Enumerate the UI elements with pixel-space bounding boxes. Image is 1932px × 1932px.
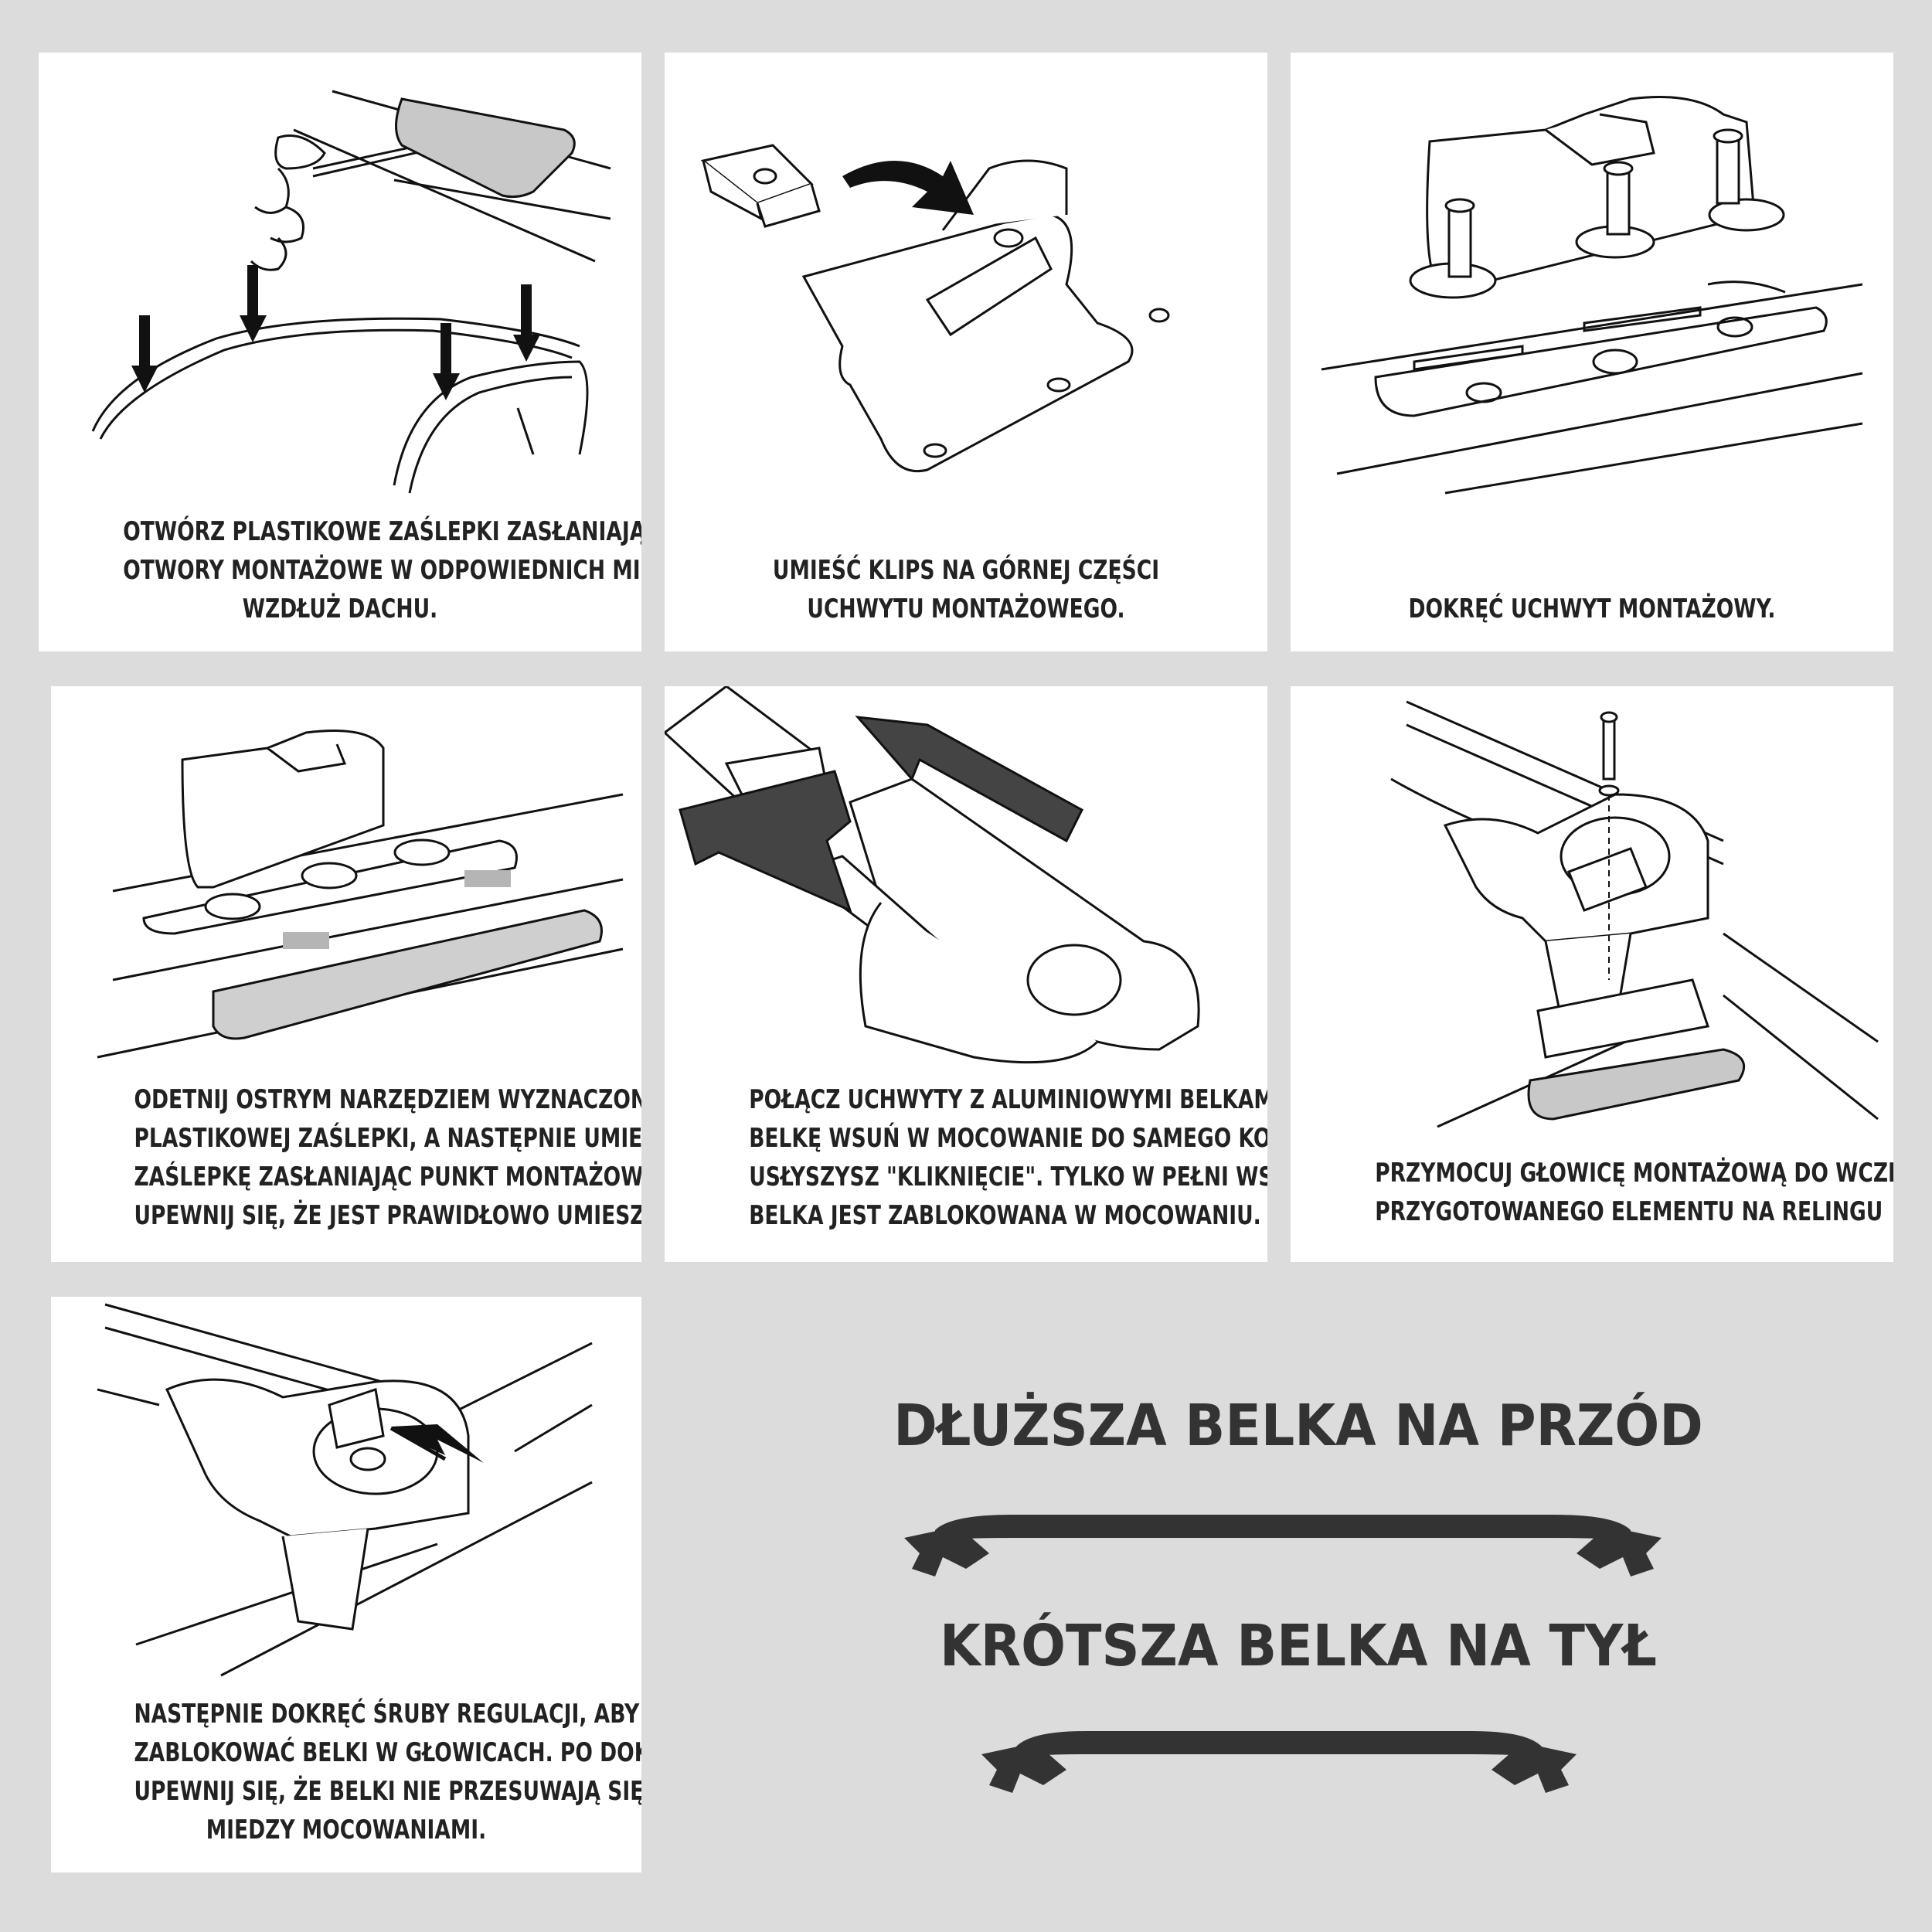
step-4-caption: ODETNIJ OSTRYM NARZĘDZIEM WYZNACZONE CZĘ… <box>134 1084 641 1231</box>
step-4-panel: ODETNIJ OSTRYM NARZĘDZIEM WYZNACZONE CZĘ… <box>51 686 641 1262</box>
step-1-panel: OTWÓRZ PLASTIKOWE ZAŚLEPKI ZASŁANIAJĄCE … <box>39 53 641 651</box>
tighten-screw-illustration <box>97 1303 593 1677</box>
step-3-panel: DOKRĘĆ UCHWYT MONTAŻOWY. <box>1291 53 1893 651</box>
step-1-caption: OTWÓRZ PLASTIKOWE ZAŚLEPKI ZASŁANIAJĄCE … <box>123 516 641 624</box>
step-5-caption: POŁĄCZ UCHWYTY Z ALUMINIOWYMI BELKAMI. B… <box>749 1084 1267 1231</box>
roof-caps-illustration <box>91 90 611 494</box>
short-bar-icon <box>981 1731 1577 1793</box>
cover-cap-illustration <box>97 730 624 1059</box>
longer-bar-title: DŁUŻSZA BELKA NA PRZÓD <box>893 1393 1703 1459</box>
long-bar-icon <box>904 1515 1662 1577</box>
step-6-caption: PRZYMOCUJ GŁOWICĘ MONTAŻOWĄ DO WCZEŚNIEJ… <box>1375 1158 1893 1227</box>
bolt-mount-illustration <box>1321 96 1863 495</box>
step-5-panel: POŁĄCZ UCHWYTY Z ALUMINIOWYMI BELKAMI. B… <box>665 686 1267 1262</box>
shorter-bar-title: KRÓTSZA BELKA NA TYŁ <box>939 1613 1658 1679</box>
step-6-panel: PRZYMOCUJ GŁOWICĘ MONTAŻOWĄ DO WCZEŚNIEJ… <box>1291 686 1893 1262</box>
step-3-caption: DOKRĘĆ UCHWYT MONTAŻOWY. <box>1408 594 1776 624</box>
head-rail-illustration <box>1390 700 1879 1128</box>
step-7-caption: NASTĘPNIE DOKRĘĆ ŚRUBY REGULACJI, ABY ZA… <box>134 1699 641 1845</box>
step-7-panel: NASTĘPNIE DOKRĘĆ ŚRUBY REGULACJI, ABY ZA… <box>51 1297 641 1872</box>
clip-mount-illustration <box>700 144 1170 473</box>
bar-insert-illustration <box>665 686 1200 1064</box>
step-2-caption: UMIEŚĆ KLIPS NA GÓRNEJ CZĘŚCI UCHWYTU MO… <box>772 555 1160 624</box>
step-2-panel: UMIEŚĆ KLIPS NA GÓRNEJ CZĘŚCI UCHWYTU MO… <box>665 53 1267 651</box>
